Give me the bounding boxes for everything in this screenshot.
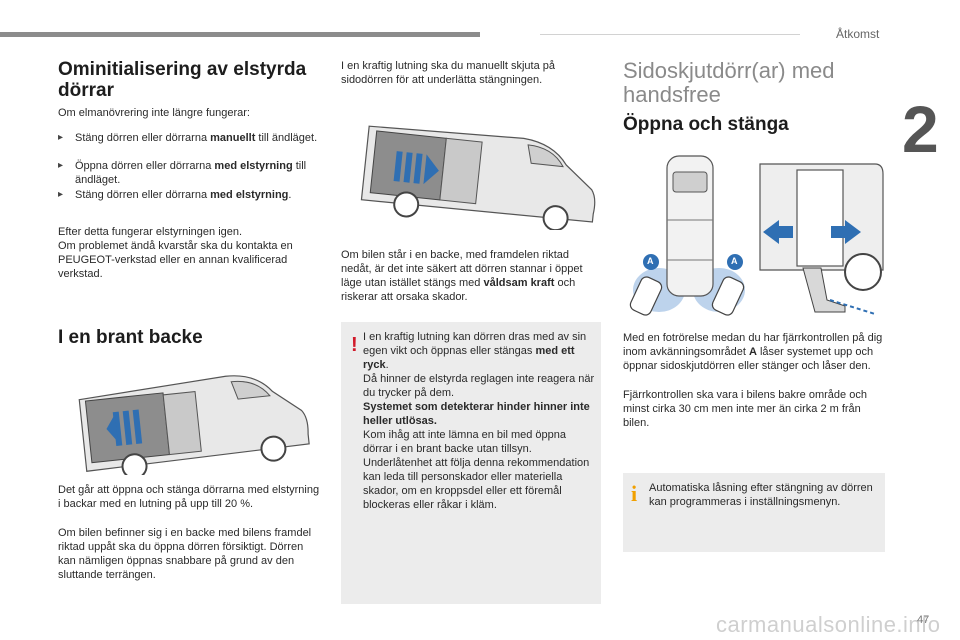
- hill-body-2: Om bilen befinner sig i en backe med bil…: [58, 527, 312, 581]
- reinit-intro: Om elmanövrering inte längre fungerar:: [58, 107, 250, 119]
- top-rule-thin: [540, 34, 800, 35]
- reinit-title: Ominitialisering av elstyrda dörrar: [58, 59, 306, 101]
- open-close-heading: Öppna och stänga: [623, 114, 789, 135]
- info-text: Automatiska låsning efter stängning av d…: [649, 482, 873, 508]
- bullet-arrow-icon: ▸: [58, 132, 64, 143]
- van-side-door-down-icon: [78, 375, 310, 480]
- page-number: 47: [917, 614, 930, 626]
- warning-box: ! I en kraftig lutning kan dörren dras m…: [341, 322, 601, 604]
- handsfree-illustration: A A: [625, 150, 887, 320]
- handsfree-title-line1: Sidoskjutdörr(ar) med: [623, 58, 835, 83]
- info-box: i Automatiska låsning efter stängning av…: [623, 473, 885, 552]
- bullet-3: ▸ Stäng dörren eller dörrarna med elstyr…: [58, 189, 292, 201]
- zone-a-left-label: A: [647, 256, 654, 266]
- chapter-number: 2: [902, 92, 939, 166]
- hill-body-1: Det går att öppna och stänga dörrarna me…: [58, 484, 320, 510]
- reinit-after-2: Om problemet ändå kvarstår ska du kontak…: [58, 240, 293, 280]
- van-downhill-illustration: [355, 112, 605, 232]
- info-icon: i: [631, 481, 638, 506]
- section-header: Åtkomst: [836, 27, 880, 41]
- handsfree-body-2: Fjärrkontrollen ska vara i bilens bakre …: [623, 389, 867, 429]
- warning-text: I en kraftig lutning kan dörren dras med…: [363, 331, 595, 511]
- handsfree-title-line2: handsfree: [623, 82, 721, 107]
- bullet-2: ▸ Öppna dörren eller dörrarna med elstyr…: [58, 160, 307, 186]
- bullet-arrow-icon: ▸: [58, 189, 64, 200]
- watermark: carmanualsonline.info: [716, 612, 941, 637]
- exclamation-icon: !: [351, 334, 358, 356]
- zone-a-right-label: A: [731, 256, 738, 266]
- van-top-view-icon: [629, 155, 884, 316]
- bullet-arrow-icon: ▸: [58, 160, 64, 171]
- handsfree-title: Sidoskjutdörr(ar) med handsfree: [623, 59, 835, 107]
- van-hill-illustration: [70, 360, 315, 480]
- zone-a-left-icon: [643, 254, 659, 270]
- handsfree-body-1: Med en fotrörelse medan du har fjärrkont…: [623, 332, 883, 372]
- zone-a-right-icon: [727, 254, 743, 270]
- top-rule: [0, 32, 480, 37]
- reinit-title-line1: Ominitialisering av elstyrda: [58, 59, 307, 80]
- reinit-title-line2: dörrar: [58, 80, 114, 101]
- reinit-after-1: Efter detta fungerar elstyrningen igen.: [58, 226, 243, 238]
- steep-hill-heading: I en brant backe: [58, 327, 203, 348]
- van-side-door-right-icon: [360, 125, 596, 232]
- downhill-warning-text: Om bilen står i en backe, med framdelen …: [341, 249, 583, 303]
- steep-manual-note: I en kraftig lutning ska du manuellt skj…: [341, 60, 556, 86]
- bullet-1: ▸ Stäng dörren eller dörrarna manuellt t…: [58, 132, 318, 144]
